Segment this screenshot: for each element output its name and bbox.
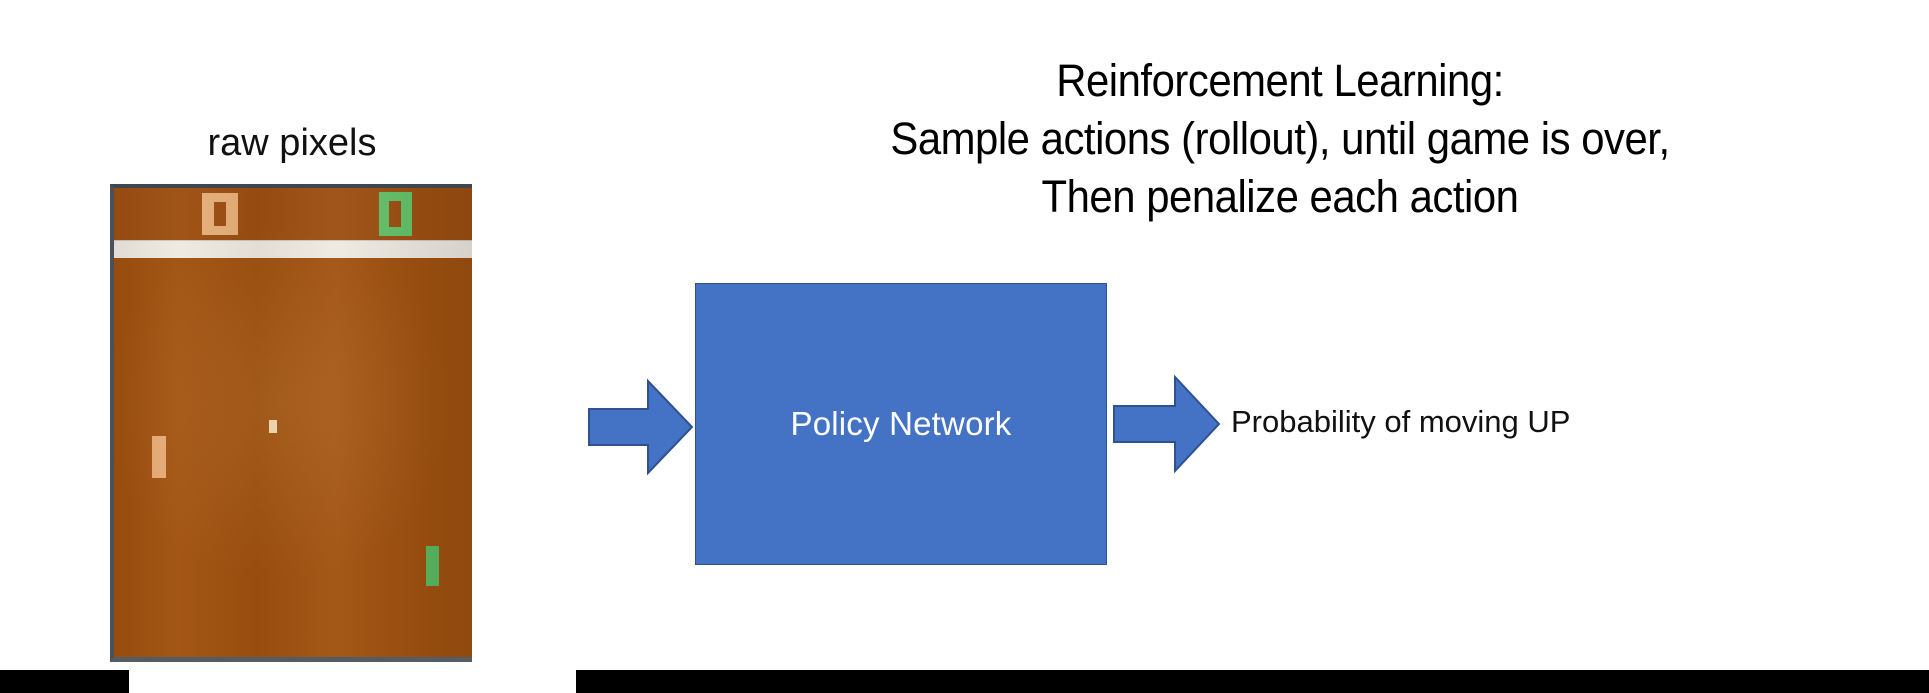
pong-play-field	[114, 258, 472, 657]
raw-pixels-caption: raw pixels	[207, 122, 377, 164]
orange-paddle	[152, 436, 166, 478]
score-digit-left	[202, 193, 238, 235]
output-probability-label: Probability of moving UP	[1231, 404, 1571, 439]
headline-line-1: Reinforcement Learning:	[1056, 55, 1504, 106]
pong-score-band	[114, 188, 472, 240]
headline-line-3: Then penalize each action	[1041, 171, 1519, 222]
right-arrow-input-icon	[588, 378, 694, 476]
pong-divider-line	[114, 240, 472, 258]
policy-network-label: Policy Network	[790, 405, 1012, 442]
score-digit-left-counter	[214, 202, 226, 226]
score-digit-right	[379, 192, 412, 236]
bottom-black-bar-right	[576, 670, 1929, 693]
policy-network-box[interactable]: Policy Network	[695, 283, 1107, 565]
pong-game-screenshot	[110, 184, 472, 662]
green-paddle	[426, 546, 439, 586]
right-arrow-output-icon	[1113, 374, 1221, 474]
score-digit-right-counter	[389, 201, 401, 227]
headline-block: Reinforcement Learning: Sample actions (…	[685, 52, 1875, 226]
bottom-black-bar-left	[0, 670, 129, 693]
headline-line-2: Sample actions (rollout), until game is …	[890, 113, 1670, 164]
ball	[269, 420, 277, 433]
